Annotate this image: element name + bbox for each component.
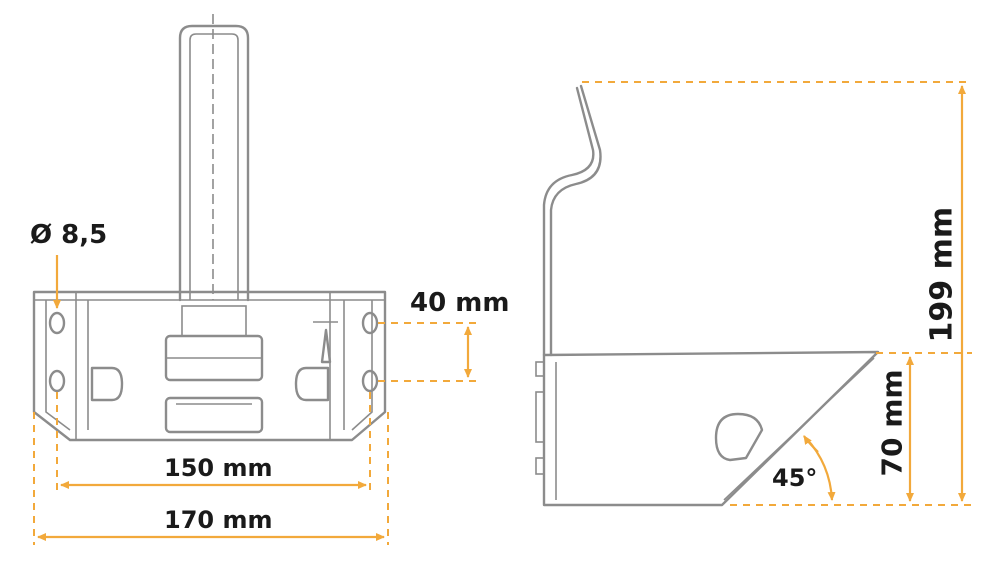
clamp-lower <box>164 396 264 434</box>
front-view <box>32 14 387 442</box>
base-height-label: 70 mm <box>875 369 909 477</box>
mounting-hole <box>48 311 66 335</box>
slot <box>90 366 124 402</box>
mounting-hole <box>48 369 66 393</box>
angle-label: 45° <box>772 464 818 492</box>
bracket-plate <box>32 290 387 442</box>
mounting-rod <box>178 24 250 302</box>
mounting-hole <box>361 369 379 393</box>
hole-spacing-label: 40 mm <box>410 288 510 318</box>
slot <box>294 366 330 402</box>
side-view <box>535 84 880 507</box>
inner-width-label: 150 mm <box>164 454 273 482</box>
diameter-label-text: Ø 8,5 <box>30 220 108 250</box>
total-height-label: 199 mm <box>924 206 960 343</box>
side-slot <box>714 412 764 462</box>
side-rod <box>542 86 595 357</box>
hole-diameter-label: Ø 8,5 <box>30 220 107 250</box>
mounting-hole <box>361 311 379 335</box>
dimension-lines <box>33 81 972 545</box>
outer-width-label: 170 mm <box>164 506 273 534</box>
side-base <box>542 350 880 507</box>
